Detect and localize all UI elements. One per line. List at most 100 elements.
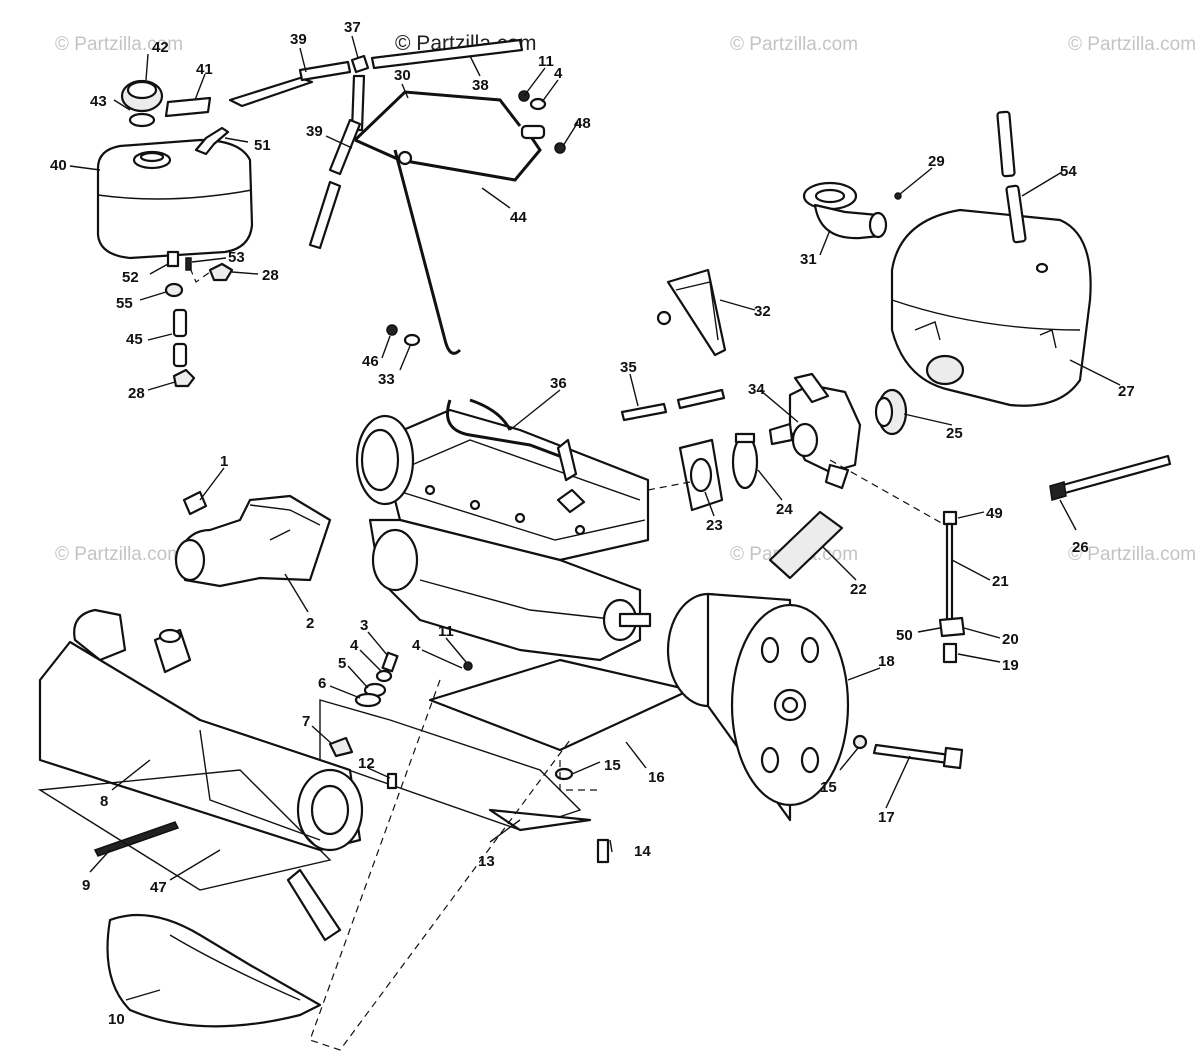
intake-gasket-hole [689,457,713,493]
callout-4-center: 4 [412,637,421,654]
rod-end-49 [942,510,958,526]
cylinder-head-edge [394,489,646,541]
leader-47 [169,849,221,881]
clutch-hole-2 [800,636,820,664]
vent-tube-upper [996,110,1016,178]
tank-dashed-guide [189,267,211,283]
bolt-3 [381,651,399,673]
callout-43: 43 [90,93,107,110]
callout-52: 52 [122,269,139,286]
callout-10: 10 [108,1011,125,1028]
callout-36: 36 [550,375,567,392]
clutch-hole-1 [760,636,780,664]
silencer-vent-hole [1035,262,1049,274]
leader-49 [957,511,985,519]
exhaust-manifold-outlet [174,538,206,582]
bracket-clip [520,124,546,140]
callout-39-upper: 39 [290,31,307,48]
exhaust-manifold-group [174,490,332,588]
carburetor-top [793,372,830,404]
exhaust-manifold [178,494,332,588]
leader-21 [951,559,991,581]
leader-15b [839,747,859,771]
oil-tank-seam [97,189,253,200]
hose-clamp-lower [172,368,196,388]
watermark-top-far-right: © Partzilla.com [1068,34,1196,55]
leader-35 [629,373,639,407]
callout-7: 7 [302,713,310,730]
engine-assembly [355,398,946,662]
washer-33 [403,333,421,347]
spark-plug-wire-2 [469,398,512,431]
callout-6: 6 [318,675,326,692]
rod-21 [945,522,954,622]
fuel-line-bracket [353,90,542,182]
callout-53: 53 [228,249,245,266]
leader-3 [367,631,389,657]
crankcase-seam [419,579,621,621]
leader-39b [325,135,353,149]
leader-17 [885,755,911,809]
clutch-bolt-shaft [872,743,952,765]
exhaust-manifold-detail [249,504,321,541]
callout-33: 33 [378,371,395,388]
callout-48: 48 [574,115,591,132]
leader-38 [469,55,481,77]
bracket-stud [656,310,672,326]
spring-1 [182,490,208,516]
insulation-sheet [37,769,332,891]
leader-27 [1069,359,1121,386]
callout-8: 8 [100,793,108,810]
carb-boot-clamp [874,396,894,428]
fuel-hose-upper-left [228,76,314,108]
exhaust-mount-plate [319,699,582,831]
carburetor-assembly [620,268,862,580]
oil-tank-assembly [96,79,254,388]
callout-15-center: 15 [604,757,621,774]
leader-32 [719,299,756,311]
oil-tank-filler-opening [139,151,165,163]
nut-11 [463,661,473,671]
engine-mount-group [309,651,692,1051]
air-silencer-inlet [925,354,965,386]
callout-54: 54 [1060,163,1077,180]
callout-16: 16 [648,769,665,786]
leader-lines [69,35,1121,1001]
leader-5 [347,665,369,689]
leader-14 [609,839,613,853]
air-silencer-seam [891,299,1081,331]
oil-line-section-lower [172,342,188,368]
tank-outlet-clip [185,257,192,271]
leader-7 [311,725,333,745]
leader-28b [147,381,176,391]
muffler-inlet-opening [158,628,182,644]
muffler-outlet [310,784,350,836]
fuel-hose-diagonal [328,118,362,176]
vent-tube-lower [1005,184,1027,244]
leader-55 [139,291,167,301]
rod-link-20 [938,616,966,638]
callout-39-lower: 39 [306,123,323,140]
screw-29 [894,192,902,200]
callout-32: 32 [754,303,771,320]
leader-24 [757,469,783,501]
leader-4a [541,79,559,103]
leader-13 [489,819,521,843]
washer-15-clutch [852,734,868,750]
leader-44 [481,187,511,209]
spark-plug-boss [556,488,586,514]
plate-bolt-guide [559,760,600,791]
air-silencer-assembly [802,110,1092,436]
crankcase [368,518,642,662]
fan-housing-inner [360,428,400,492]
callout-17: 17 [878,809,895,826]
leader-30 [401,83,409,99]
rubber-mount-7 [328,736,354,758]
hose-clamp-upper [208,262,234,282]
leader-45 [147,333,173,341]
head-bolt-3 [514,512,526,524]
callout-23: 23 [706,517,723,534]
watermark-mid-far-right: © Partzilla.com [1068,544,1196,565]
callout-26: 26 [1072,539,1089,556]
callout-22: 22 [850,581,867,598]
